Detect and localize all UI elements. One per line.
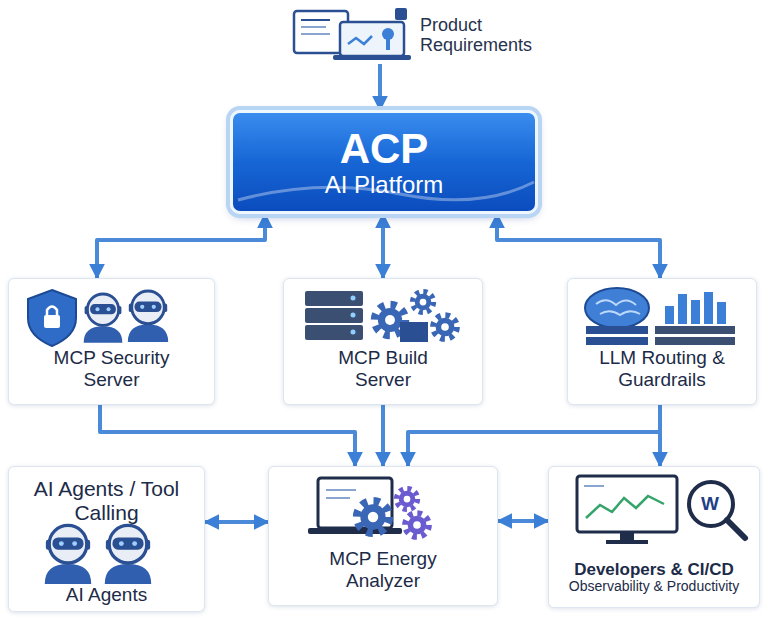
connector-arrow <box>381 214 385 278</box>
connector-arrow <box>378 64 382 110</box>
node-subtitle: AI Platform <box>325 172 444 199</box>
server-box: MCP Build Server <box>283 278 483 405</box>
platform-box: ACPAI Platform <box>230 110 538 214</box>
routing-box: LLM Routing & Guardrails <box>567 278 757 405</box>
node-title: MCP Security Server <box>37 347 187 390</box>
node-title: MCP Build Server <box>323 347 443 390</box>
node-title: AI Agents / Tool Calling <box>32 477 182 524</box>
connector-arrow <box>408 405 660 466</box>
connector-arrow <box>498 519 548 523</box>
wave-highlight <box>238 182 534 200</box>
node-title: Developers & CI/CD <box>574 560 734 579</box>
node-title: ACP <box>340 125 429 172</box>
node-title: LLM Routing & Guardrails <box>592 347 732 390</box>
agents-icon <box>45 525 152 584</box>
node-subtitle: Observability & Productivity <box>569 579 739 595</box>
connector-arrow <box>97 214 265 278</box>
connector-arrow <box>497 214 660 278</box>
agents-box: AI Agents / Tool Calling AI Agents <box>8 466 205 612</box>
energy-analyzer-icon <box>308 478 429 537</box>
server-box: MCP Security Server <box>8 278 215 405</box>
security-icon <box>28 290 168 346</box>
requirements-icon <box>294 8 411 60</box>
connector-arrow <box>381 405 385 466</box>
requirements-node: Product Requirements <box>290 6 552 64</box>
connector-arrow <box>205 520 268 524</box>
connector-arrow <box>100 405 355 466</box>
node-title: MCP Energy Analyzer <box>318 548 448 591</box>
connector-arrow <box>658 405 662 466</box>
llm-icon <box>585 288 735 345</box>
devops-box: Developers & CI/CDObservability & Produc… <box>548 466 760 608</box>
analyzer-box: MCP Energy Analyzer <box>268 466 498 606</box>
developers-icon <box>577 476 745 544</box>
node-subtitle: AI Agents <box>66 584 147 605</box>
build-server-icon <box>305 291 457 342</box>
node-title: Product Requirements <box>420 15 545 55</box>
